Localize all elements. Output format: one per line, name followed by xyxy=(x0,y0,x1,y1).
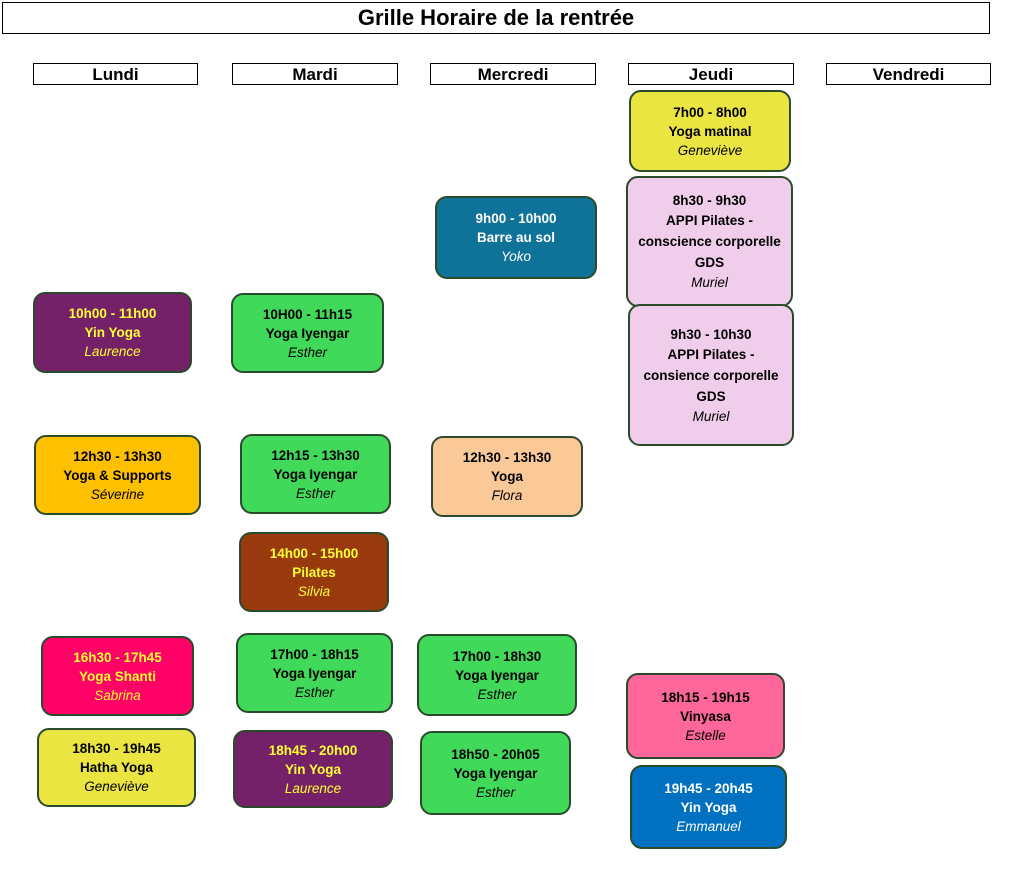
day-header-lundi: Lundi xyxy=(33,63,198,85)
instructor-name: Muriel xyxy=(691,275,728,290)
class-time: 12h30 - 13h30 xyxy=(462,450,552,465)
day-header-mardi: Mardi xyxy=(232,63,398,85)
class-time: 7h00 - 8h00 xyxy=(673,104,747,120)
class-time: 18h45 - 20h00 xyxy=(268,742,358,758)
class-name: Yoga Iyengar xyxy=(265,325,350,341)
class-name: Yoga matinal xyxy=(668,123,752,139)
page-title: Grille Horaire de la rentrée xyxy=(2,2,990,34)
class-name: Vinyasa xyxy=(680,708,731,724)
instructor-name: Emmanuel xyxy=(676,818,741,834)
class-name: Barre au sol xyxy=(476,230,556,245)
class-name: Yoga Shanti xyxy=(78,668,156,684)
class-time: 10H00 - 11h15 xyxy=(262,306,353,322)
class-name: Yoga Iyengar xyxy=(273,466,358,482)
class-name: APPI Pilates - conscience corporelle GDS xyxy=(638,213,781,270)
instructor-name: Muriel xyxy=(692,408,730,424)
class-time: 8h30 - 9h30 xyxy=(672,193,747,208)
class-time: 18h15 - 19h15 xyxy=(661,689,750,705)
class-time: 18h30 - 19h45 xyxy=(72,741,161,756)
instructor-name: Esther xyxy=(477,686,517,702)
day-header-jeudi: Jeudi xyxy=(628,63,794,85)
class-name: Yoga & Supports xyxy=(63,467,172,483)
class-name: APPI Pilates - consience corporelle GDS xyxy=(643,346,779,404)
class-time: 9h30 - 10h30 xyxy=(670,326,752,342)
class-time: 17h00 - 18h30 xyxy=(452,648,542,664)
class-time: 9h00 - 10h00 xyxy=(475,211,557,226)
class-name: Yin Yoga xyxy=(284,761,341,777)
class-name: Yoga Iyengar xyxy=(453,765,538,781)
instructor-name: Geneviève xyxy=(677,142,743,158)
instructor-name: Esther xyxy=(475,784,516,800)
instructor-name: Séverine xyxy=(90,486,145,502)
class-name: Hatha Yoga xyxy=(79,760,154,775)
class-name: Yin Yoga xyxy=(680,799,737,815)
class-name: Yoga Iyengar xyxy=(455,667,539,683)
class-time: 17h00 - 18h15 xyxy=(270,646,359,662)
instructor-name: Yoko xyxy=(500,249,532,264)
class-name: Pilates xyxy=(292,564,336,580)
day-header-mercredi: Mercredi xyxy=(430,63,596,85)
class-time: 12h15 - 13h30 xyxy=(271,447,360,463)
instructor-name: Sabrina xyxy=(94,687,141,703)
instructor-name: Esther xyxy=(294,684,335,700)
class-name: Yin Yoga xyxy=(84,325,141,340)
instructor-name: Laurence xyxy=(284,780,342,796)
class-time: 12h30 - 13h30 xyxy=(73,448,162,464)
day-header-vendredi: Vendredi xyxy=(826,63,991,85)
class-time: 16h30 - 17h45 xyxy=(73,649,162,665)
instructor-name: Flora xyxy=(491,488,523,503)
class-time: 10h00 - 11h00 xyxy=(68,306,157,321)
class-name: Yoga Iyengar xyxy=(272,665,357,681)
class-time: 18h50 - 20h05 xyxy=(451,746,540,762)
instructor-name: Laurence xyxy=(84,344,141,359)
class-name: Yoga xyxy=(490,469,523,484)
instructor-name: Geneviève xyxy=(84,779,149,794)
instructor-name: Esther xyxy=(287,344,328,360)
instructor-name: Silvia xyxy=(297,583,331,599)
instructor-name: Esther xyxy=(295,485,336,501)
class-time: 19h45 - 20h45 xyxy=(664,780,753,796)
instructor-name: Estelle xyxy=(685,727,726,743)
class-time: 14h00 - 15h00 xyxy=(269,545,359,561)
